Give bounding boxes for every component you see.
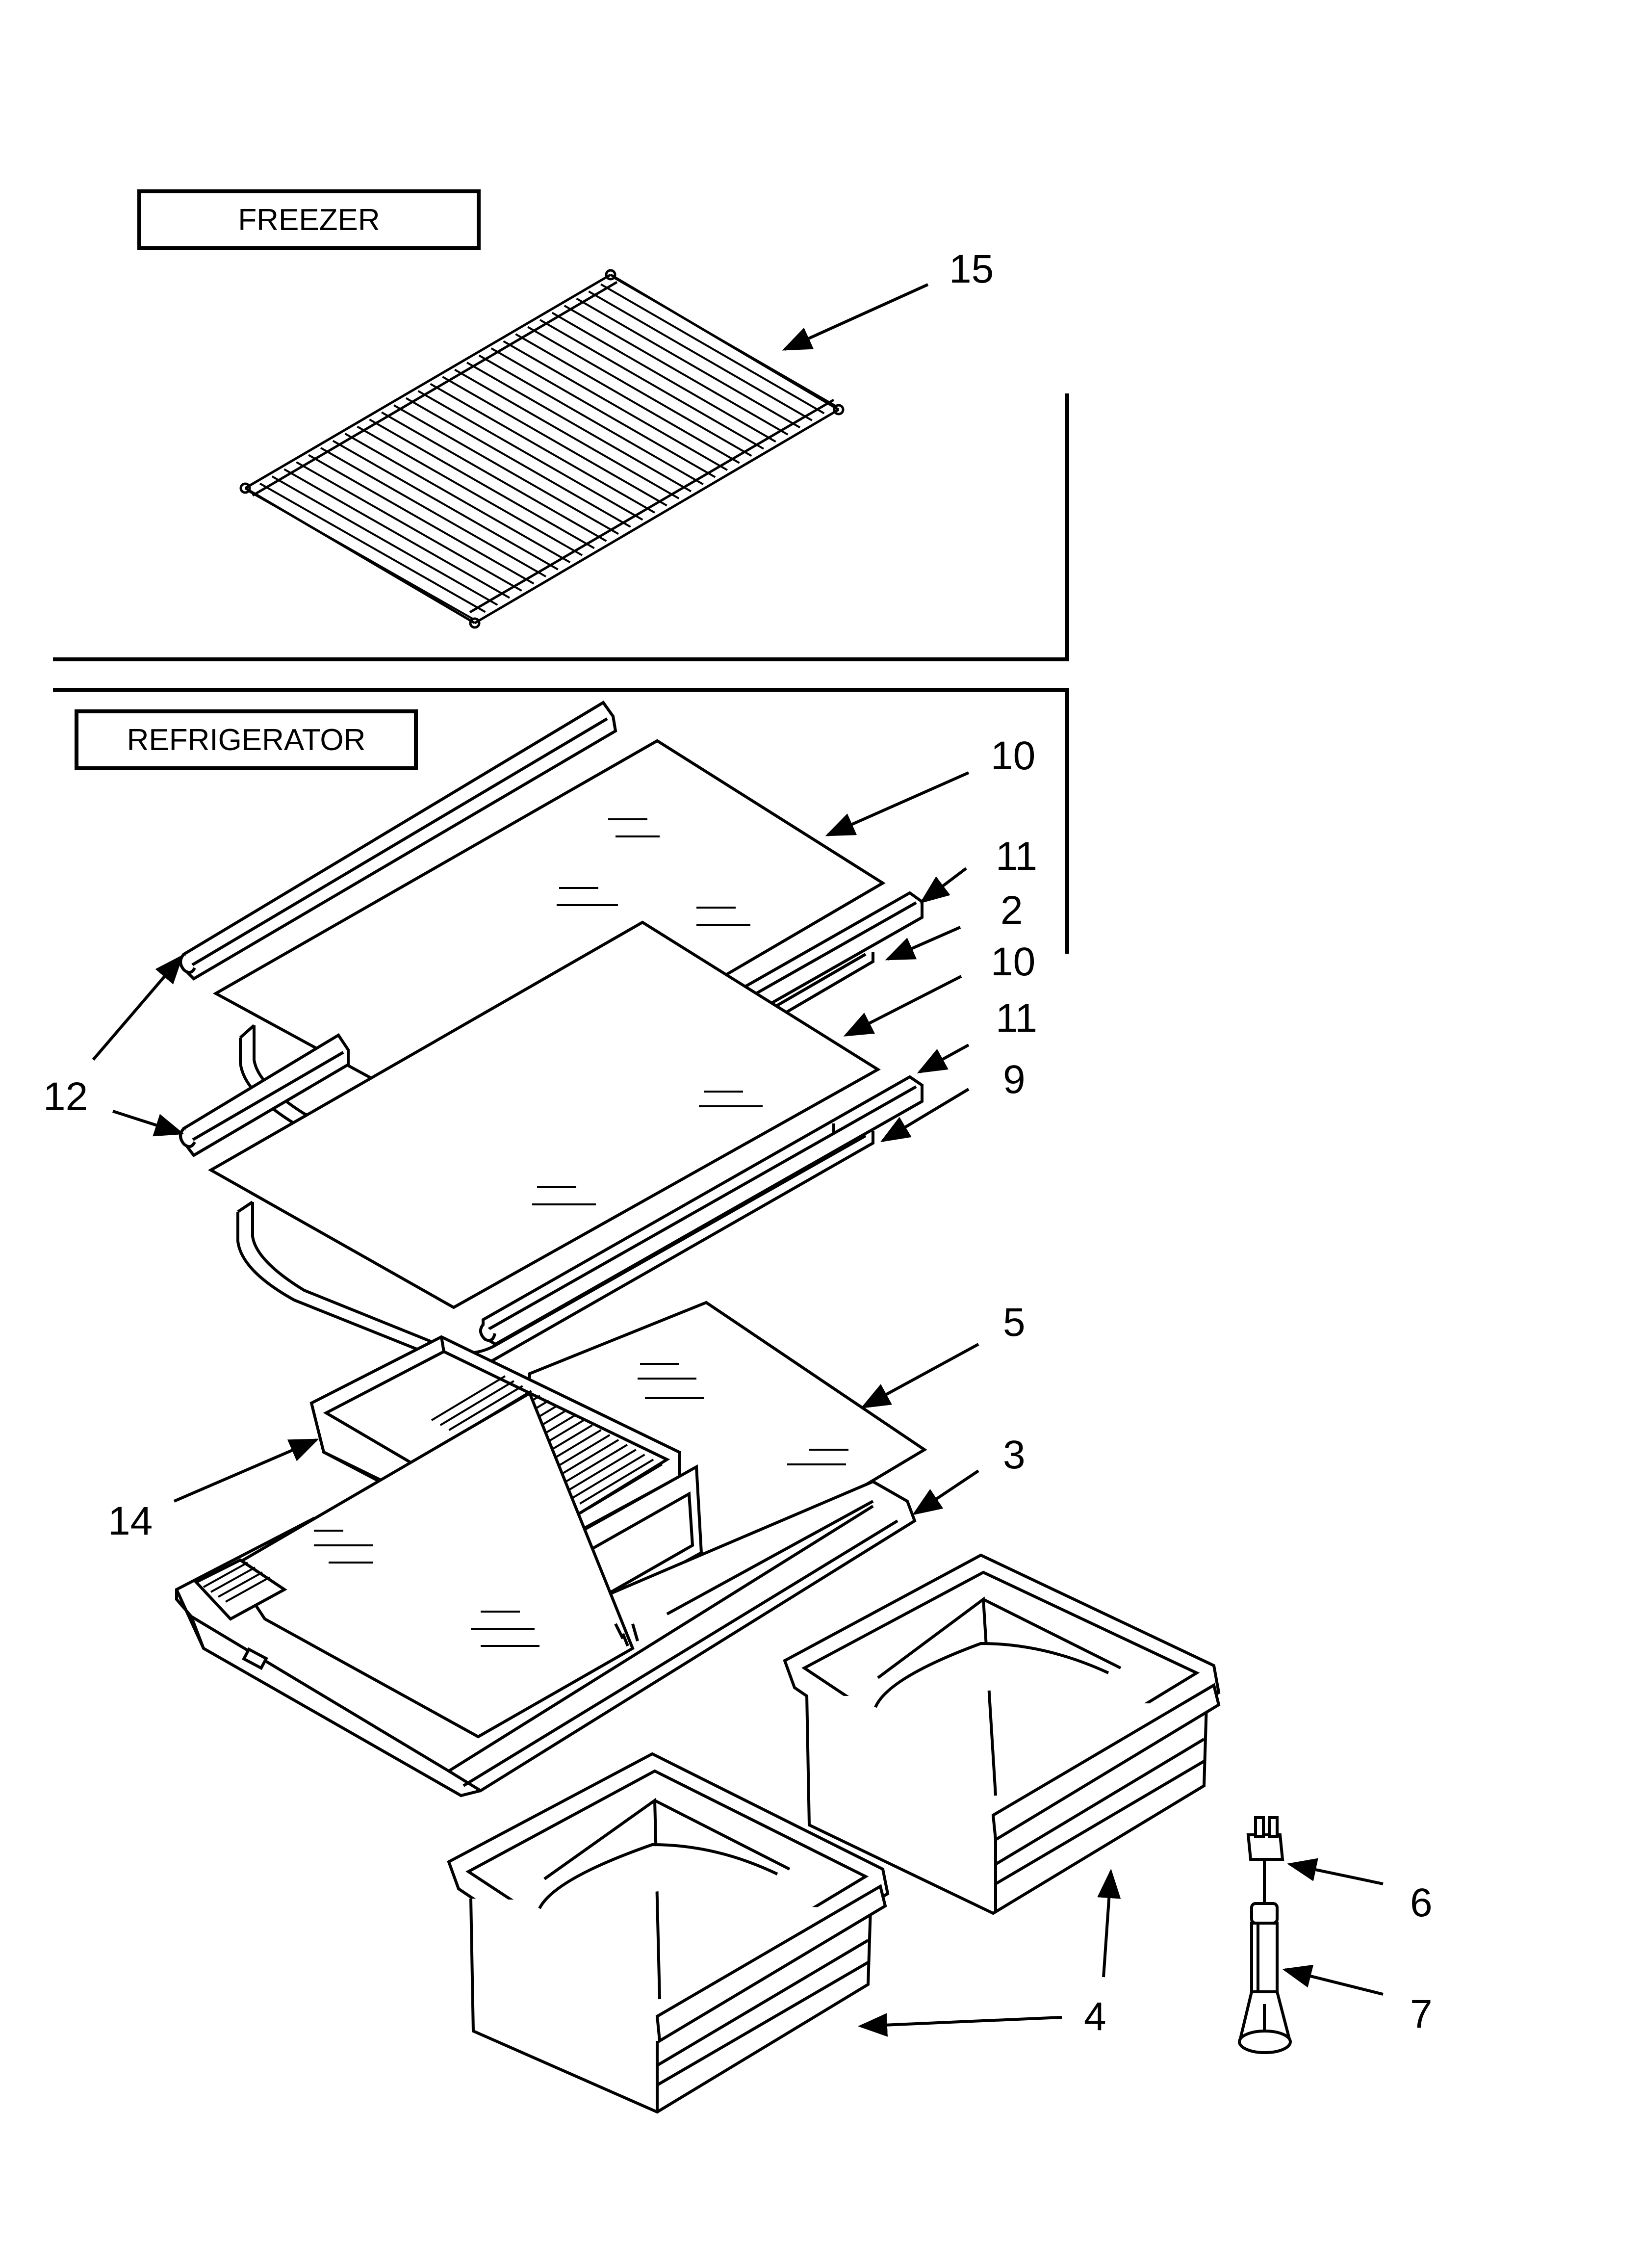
- shelf-rod: [296, 462, 521, 591]
- leader-11b: [917, 1043, 970, 1073]
- leader-12-upper: [92, 954, 183, 1061]
- shelf-rod: [358, 427, 583, 555]
- refrigerator-section-label: REFRIGERATOR: [75, 709, 418, 770]
- shelf-rod: [613, 277, 836, 406]
- shelf-rod: [601, 285, 824, 414]
- callout-3: 3: [1003, 1433, 1026, 1477]
- callout-12: 12: [43, 1074, 88, 1119]
- leader-10b: [843, 975, 962, 1037]
- callout-10-upper: 10: [991, 733, 1036, 778]
- shelf-rod: [284, 469, 510, 598]
- callout-6: 6: [1410, 1880, 1433, 1925]
- leader-4-left: [858, 2013, 1062, 2037]
- shelf-rod: [406, 398, 631, 527]
- callout-7: 7: [1410, 1992, 1433, 2036]
- tray-rib: [580, 1460, 653, 1504]
- lower-glass-shelf: [211, 922, 878, 1307]
- leveling-leg-assembly: [1239, 1818, 1290, 2053]
- shelf-rod: [272, 476, 498, 605]
- leader-4-right: [1097, 1869, 1121, 1978]
- tray-rib: [449, 1386, 523, 1430]
- leader-15: [782, 283, 929, 351]
- callout-14: 14: [108, 1499, 153, 1543]
- shelf-rod: [442, 377, 667, 506]
- tray-rib: [440, 1381, 514, 1425]
- leader-lines: [92, 283, 1384, 2037]
- leader-7: [1282, 1964, 1384, 1996]
- shelf-rod: [552, 313, 776, 442]
- shelf-rod: [455, 370, 679, 499]
- callout-4: 4: [1084, 1994, 1106, 2039]
- tray-rib: [563, 1450, 636, 1494]
- leader-3: [912, 1469, 979, 1515]
- shelf-rod: [345, 434, 570, 562]
- right-crisper-drawer: [785, 1555, 1219, 1913]
- shelf-rods: [248, 277, 836, 619]
- left-crisper-drawer: [449, 1754, 888, 2112]
- tray-rib: [432, 1376, 505, 1420]
- leader-11a: [920, 867, 967, 904]
- leader-5: [860, 1343, 979, 1408]
- shelf-rod: [382, 413, 606, 541]
- tray-rib: [589, 1464, 662, 1509]
- leader-14: [173, 1438, 319, 1503]
- leader-2: [885, 926, 961, 961]
- shelf-rod: [577, 299, 800, 428]
- shelf-rod: [515, 334, 739, 463]
- shelf-rod: [394, 405, 618, 534]
- upper-shelf-back-trim: [180, 703, 616, 979]
- leader-9: [880, 1088, 970, 1143]
- shelf-rod: [260, 484, 486, 612]
- callout-11-upper: 11: [996, 834, 1038, 879]
- tray-rib: [571, 1455, 644, 1499]
- leader-10a: [825, 771, 970, 836]
- shelf-rod: [540, 320, 764, 449]
- shelf-rod: [467, 363, 691, 492]
- shelf-rod: [504, 341, 728, 470]
- crisper-cover-frame: [177, 1393, 915, 1796]
- shelf-rod: [564, 306, 788, 435]
- freezer-wire-shelf: [241, 270, 843, 627]
- shelf-rod: [528, 327, 751, 456]
- shelf-rod: [589, 291, 812, 420]
- callout-15: 15: [949, 247, 994, 291]
- section-dividers: [53, 393, 1069, 954]
- shelf-rod: [491, 348, 716, 477]
- lower-shelf-front-trim: [481, 1077, 922, 1344]
- shelf-rod: [369, 419, 594, 548]
- shelf-rod: [308, 455, 534, 584]
- callout-11-lower: 11: [996, 996, 1038, 1041]
- shelf-rod: [248, 491, 473, 619]
- shelf-rod: [479, 356, 703, 485]
- callout-5: 5: [1003, 1300, 1026, 1345]
- callout-2: 2: [1001, 888, 1023, 933]
- shelf-rod: [333, 441, 558, 570]
- shelf-rod: [418, 391, 643, 520]
- shelf-rod: [431, 384, 655, 513]
- callout-9: 9: [1003, 1057, 1026, 1102]
- leader-12-lower: [112, 1110, 184, 1137]
- shelf-rod: [321, 448, 546, 576]
- callout-10-lower: 10: [991, 939, 1036, 984]
- freezer-section-label: FREEZER: [137, 189, 481, 250]
- leader-6: [1287, 1858, 1384, 1885]
